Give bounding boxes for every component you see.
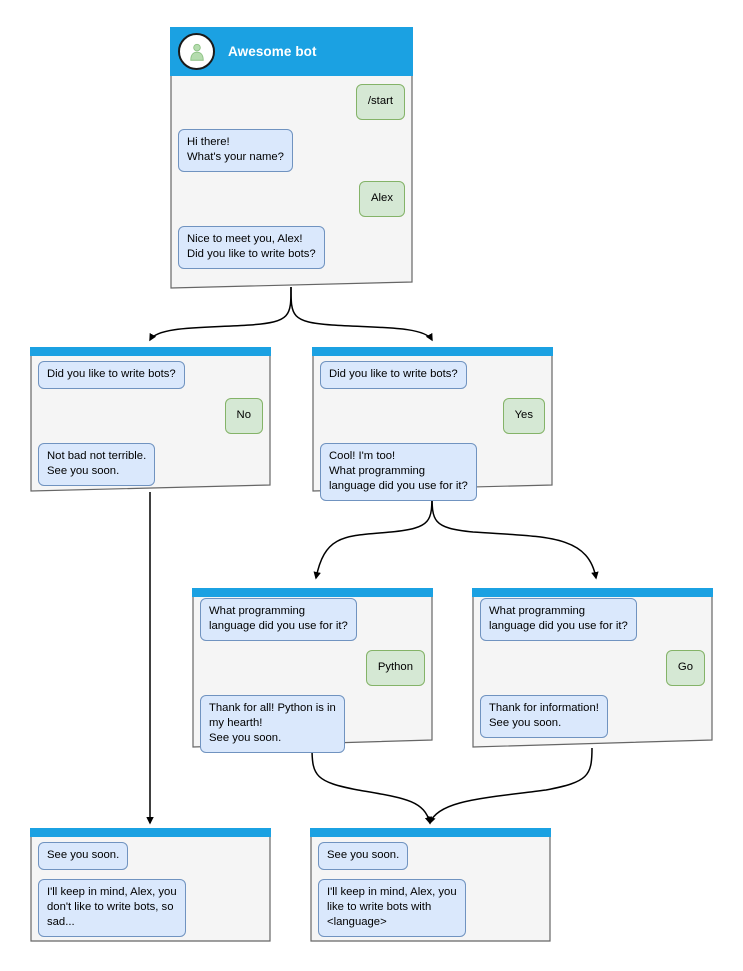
node-yes-branch-messages: Did you like to write bots? Yes Cool! I'… [312, 361, 553, 510]
node-header-bar [30, 828, 271, 837]
node-root[interactable]: Awesome bot /start Hi there! What's your… [170, 27, 413, 289]
bot-message-bubble[interactable]: See you soon. [38, 842, 129, 870]
bot-message-bubble[interactable]: I'll keep in mind, Alex, you don't like … [38, 879, 186, 937]
bot-message-bubble[interactable]: Thank for all! Python is in my hearth! S… [200, 695, 345, 753]
node-python-branch-messages: What programming language did you use fo… [192, 598, 433, 762]
node-header-bar [310, 828, 551, 837]
user-message-bubble[interactable]: Python [365, 650, 425, 686]
node-header-bar [312, 347, 553, 356]
message-row: Did you like to write bots? [320, 361, 545, 389]
node-no-branch[interactable]: Did you like to write bots? No Not bad n… [30, 347, 271, 492]
message-row: What programming language did you use fo… [200, 598, 425, 641]
bot-message-bubble[interactable]: See you soon. [318, 842, 409, 870]
bot-message-bubble[interactable]: Not bad not terrible. See you soon. [38, 443, 156, 486]
message-row: I'll keep in mind, Alex, you don't like … [38, 879, 263, 937]
message-row: Alex [178, 181, 405, 217]
node-yes-branch[interactable]: Did you like to write bots? Yes Cool! I'… [312, 347, 553, 501]
message-row: See you soon. [318, 842, 543, 870]
bot-message-bubble[interactable]: Hi there! What's your name? [178, 129, 293, 172]
message-row: Thank for all! Python is in my hearth! S… [200, 695, 425, 753]
bot-message-bubble[interactable]: Nice to meet you, Alex! Did you like to … [178, 226, 325, 269]
node-header-bar [192, 588, 433, 597]
user-message-bubble[interactable]: Go [665, 650, 705, 686]
message-row: Not bad not terrible. See you soon. [38, 443, 263, 486]
node-root-messages: /start Hi there! What's your name? Alex … [170, 84, 413, 278]
bot-message-bubble[interactable]: I'll keep in mind, Alex, you like to wri… [318, 879, 466, 937]
node-end-no-messages: See you soon. I'll keep in mind, Alex, y… [30, 842, 271, 946]
node-end-yes-messages: See you soon. I'll keep in mind, Alex, y… [310, 842, 551, 946]
message-row: Hi there! What's your name? [178, 129, 405, 172]
message-row: What programming language did you use fo… [480, 598, 705, 641]
node-go-branch-messages: What programming language did you use fo… [472, 598, 713, 747]
edge-root-to-yes [290, 286, 433, 342]
node-root-title: Awesome bot [228, 44, 317, 59]
node-go-branch[interactable]: What programming language did you use fo… [472, 588, 713, 748]
message-row: /start [178, 84, 405, 120]
node-no-branch-messages: Did you like to write bots? No Not bad n… [30, 361, 271, 495]
bot-message-bubble[interactable]: Did you like to write bots? [38, 361, 185, 389]
bot-message-bubble[interactable]: What programming language did you use fo… [480, 598, 637, 641]
user-message-bubble[interactable]: Yes [502, 398, 545, 434]
node-end-yes[interactable]: See you soon. I'll keep in mind, Alex, y… [310, 828, 551, 942]
node-header-bar [472, 588, 713, 597]
user-avatar-icon [178, 33, 215, 70]
node-python-branch[interactable]: What programming language did you use fo… [192, 588, 433, 753]
message-row: I'll keep in mind, Alex, you like to wri… [318, 879, 543, 937]
node-header-bar [30, 347, 271, 356]
bot-message-bubble[interactable]: Cool! I'm too! What programming language… [320, 443, 477, 501]
message-row: Go [480, 650, 705, 686]
bot-message-bubble[interactable]: Thank for information! See you soon. [480, 695, 608, 738]
bot-message-bubble[interactable]: What programming language did you use fo… [200, 598, 357, 641]
bot-message-bubble[interactable]: Did you like to write bots? [320, 361, 467, 389]
message-row: See you soon. [38, 842, 263, 870]
user-message-bubble[interactable]: Alex [359, 181, 405, 217]
message-row: Python [200, 650, 425, 686]
message-row: No [38, 398, 263, 434]
message-row: Thank for information! See you soon. [480, 695, 705, 738]
user-message-bubble[interactable]: /start [355, 84, 405, 120]
node-root-header: Awesome bot [170, 27, 413, 76]
message-row: Yes [320, 398, 545, 434]
message-row: Nice to meet you, Alex! Did you like to … [178, 226, 405, 269]
user-message-bubble[interactable]: No [224, 398, 263, 434]
node-end-no[interactable]: See you soon. I'll keep in mind, Alex, y… [30, 828, 271, 942]
message-row: Cool! I'm too! What programming language… [320, 443, 545, 501]
person-glyph [189, 43, 204, 61]
message-row: Did you like to write bots? [38, 361, 263, 389]
edge-root-to-no [149, 286, 292, 342]
edge-go-to-end-yes [428, 747, 593, 825]
